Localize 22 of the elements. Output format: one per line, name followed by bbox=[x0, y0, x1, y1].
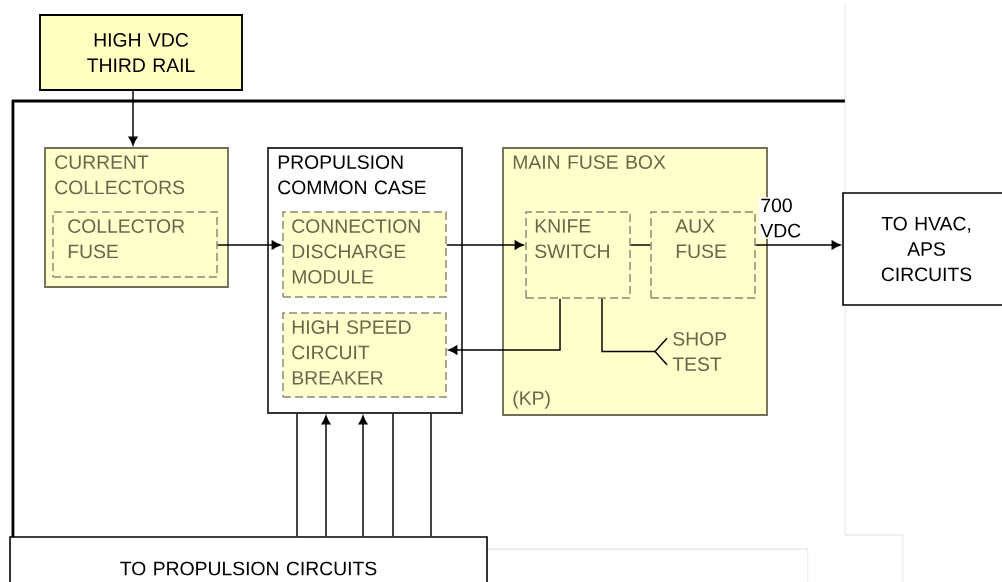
arrow bbox=[448, 298, 561, 355]
arrow bbox=[217, 240, 281, 250]
fuse-box: AUX FUSE bbox=[650, 211, 756, 299]
output-box: TO HVAC, APS CIRCUITS bbox=[842, 192, 1002, 306]
connector-line bbox=[296, 413, 298, 537]
connector-line bbox=[430, 413, 432, 537]
arrow bbox=[321, 415, 331, 537]
arrow bbox=[446, 240, 524, 250]
switch-box: KNIFE SWITCH bbox=[525, 211, 631, 299]
edge-label: 700 VDC bbox=[759, 197, 815, 239]
output-box: TO PROPULSION CIRCUITS bbox=[9, 536, 488, 582]
arrow bbox=[755, 240, 841, 250]
terminal-label: SHOP TEST bbox=[672, 332, 727, 371]
module-box: HIGH SPEED CIRCUIT BREAKER bbox=[282, 312, 447, 398]
component-box: COLLECTOR FUSE bbox=[52, 211, 218, 278]
connector-line bbox=[392, 413, 394, 537]
arrow bbox=[358, 415, 368, 537]
source-box: HIGH VDC THIRD RAIL bbox=[39, 14, 243, 91]
connector-line bbox=[630, 244, 651, 246]
arrow bbox=[128, 90, 138, 146]
connector-line bbox=[601, 298, 668, 366]
module-box: CONNECTION DISCHARGE MODULE bbox=[282, 211, 447, 298]
